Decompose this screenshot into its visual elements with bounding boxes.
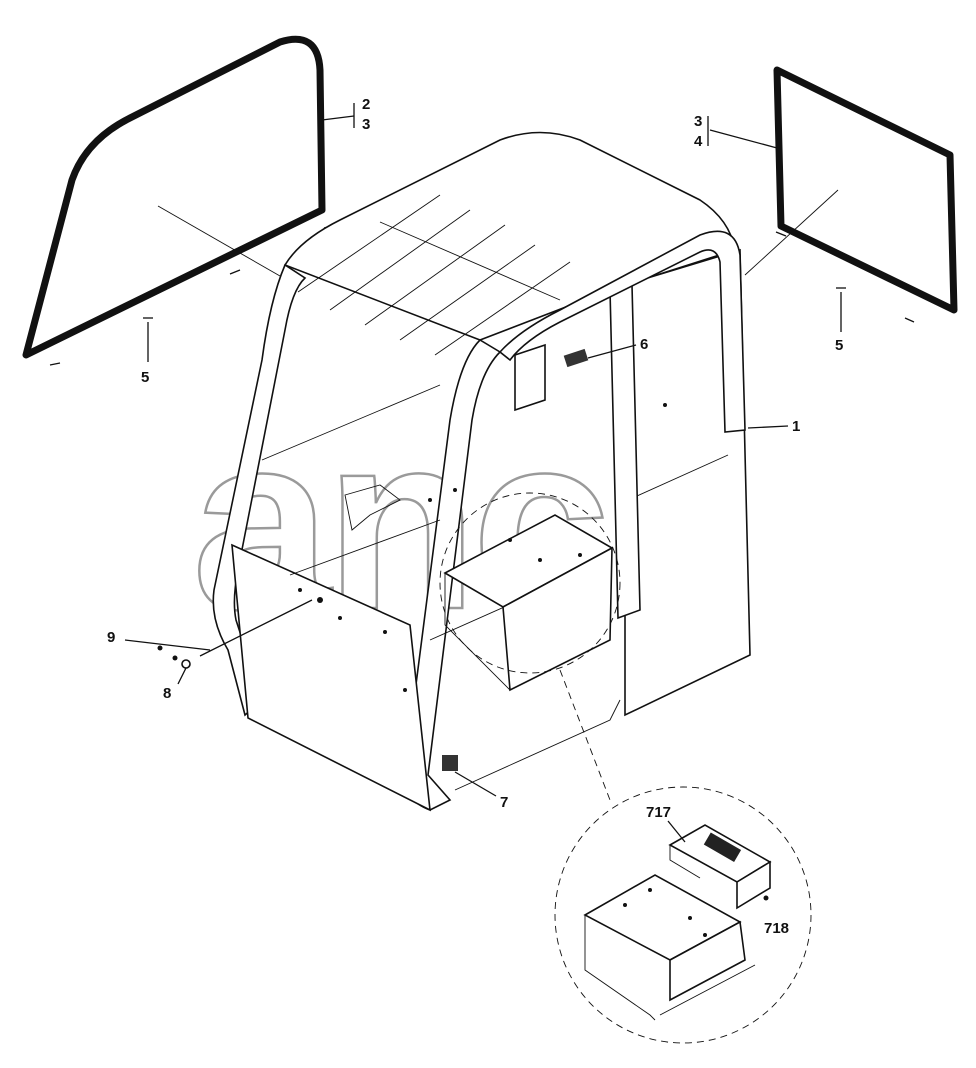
callout-9: 9 <box>107 629 115 646</box>
leader-1 <box>747 425 789 429</box>
callout-2: 2 <box>362 96 370 113</box>
detail-box <box>583 874 769 1021</box>
callout-718: 718 <box>764 920 789 937</box>
callout-717: 717 <box>646 804 671 821</box>
detail-magnify-large <box>554 786 812 1044</box>
detail-leader <box>559 669 611 801</box>
rear-glass <box>707 66 958 332</box>
callout-1: 1 <box>792 418 800 435</box>
hardware-group <box>124 599 313 685</box>
callout-3-right: 3 <box>694 113 702 130</box>
callout-6: 6 <box>640 336 648 353</box>
detail-magnify-small <box>439 492 621 674</box>
callout-4: 4 <box>694 133 703 150</box>
callout-3-left: 3 <box>362 116 370 133</box>
callout-7: 7 <box>500 794 508 811</box>
left-side-glass <box>22 35 355 366</box>
detail-bracket <box>668 824 772 910</box>
callout-5-right: 5 <box>835 337 843 354</box>
callout-8: 8 <box>163 685 171 702</box>
callout-5-left: 5 <box>141 369 149 386</box>
vent-grille <box>442 755 458 771</box>
label-plate <box>514 343 637 412</box>
battery-box <box>443 514 614 692</box>
